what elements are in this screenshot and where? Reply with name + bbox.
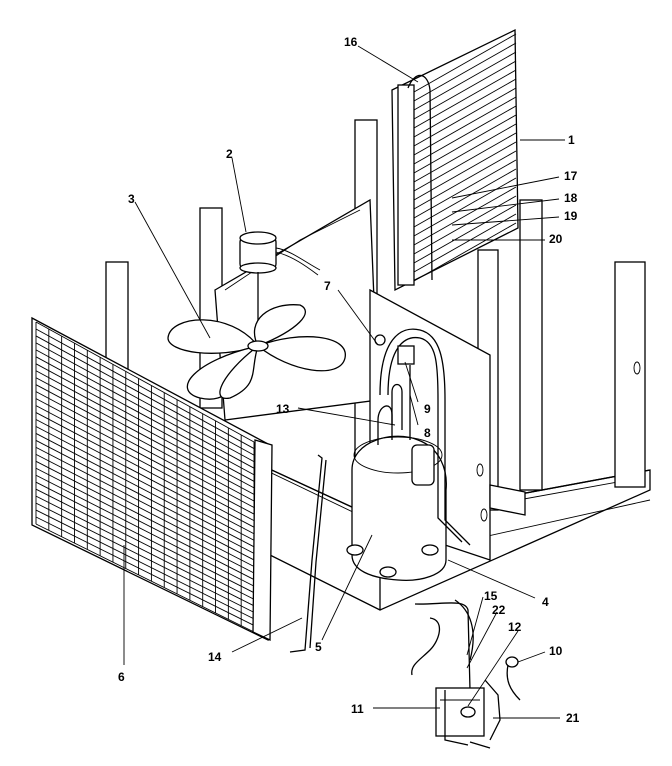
coil-fin (35, 328, 255, 449)
coil-fin (35, 446, 255, 561)
coil-fin (35, 488, 255, 600)
coil-fin (413, 33, 517, 93)
coil-fin (35, 321, 255, 443)
coil-fin (35, 523, 255, 633)
coil-fin (35, 391, 255, 508)
coil-fin (35, 460, 255, 574)
tube-part-14 (289, 454, 327, 653)
callout-12: 12 (508, 620, 522, 634)
coil-fin (35, 509, 255, 620)
refrigerant-tubing (374, 328, 471, 546)
callout-4: 4 (542, 595, 549, 609)
coil-fin (413, 213, 517, 273)
coil-fin (35, 453, 255, 567)
callout-2: 2 (226, 147, 233, 161)
callout-6: 6 (118, 670, 125, 684)
callout-13: 13 (276, 402, 290, 416)
callout-20: 20 (549, 232, 563, 246)
callout-11: 11 (351, 702, 364, 716)
callout-14: 14 (208, 650, 222, 664)
callout-22: 22 (492, 603, 506, 617)
callout-8: 8 (424, 426, 431, 440)
callout-17: 17 (564, 169, 578, 183)
callout-1: 1 (568, 133, 575, 147)
coil-fin (35, 384, 255, 502)
coil-fin (413, 51, 517, 111)
callout-9: 9 (424, 402, 431, 416)
fan-blade (167, 304, 346, 400)
callout-18: 18 (564, 191, 578, 205)
evaporator-coil (391, 28, 519, 292)
coil-fin (413, 69, 517, 129)
coil-fin (35, 440, 255, 554)
callout-10: 10 (549, 644, 563, 658)
coil-fin (35, 412, 255, 528)
callout-16: 16 (344, 35, 358, 49)
coil-fin (35, 363, 255, 482)
condenser-coil (31, 316, 273, 642)
coil-fin (413, 60, 517, 120)
coil-fin (35, 377, 255, 495)
coil-fin (413, 42, 517, 102)
coil-fin (35, 335, 255, 456)
callout-15: 15 (484, 589, 498, 603)
callout-3: 3 (128, 192, 135, 206)
coil-fin (35, 516, 255, 626)
coil-fin (35, 370, 255, 489)
callout-7: 7 (324, 279, 331, 293)
coil-fin (35, 419, 255, 535)
coil-fin (35, 398, 255, 515)
coil-fin (413, 222, 517, 282)
coil-fin (35, 356, 255, 476)
coil-fin (35, 495, 255, 607)
callout-19: 19 (564, 209, 578, 223)
leader-lines (123, 45, 565, 719)
callout-5: 5 (315, 640, 322, 654)
coil-fin (35, 481, 255, 594)
coil-fin (35, 426, 255, 541)
coil-fin (35, 405, 255, 522)
coil-fin (35, 467, 255, 580)
coil-fin (413, 204, 517, 264)
callout-21: 21 (566, 711, 580, 725)
loose-parts (411, 599, 521, 749)
coil-fin (35, 433, 255, 548)
coil-fin (35, 349, 255, 469)
callout-labels: 16 1 2 3 17 18 19 20 7 9 13 8 4 15 22 12… (118, 35, 580, 725)
coil-fin (35, 342, 255, 463)
coil-fin (35, 502, 255, 613)
compressor (346, 405, 447, 581)
coil-fin (35, 474, 255, 587)
